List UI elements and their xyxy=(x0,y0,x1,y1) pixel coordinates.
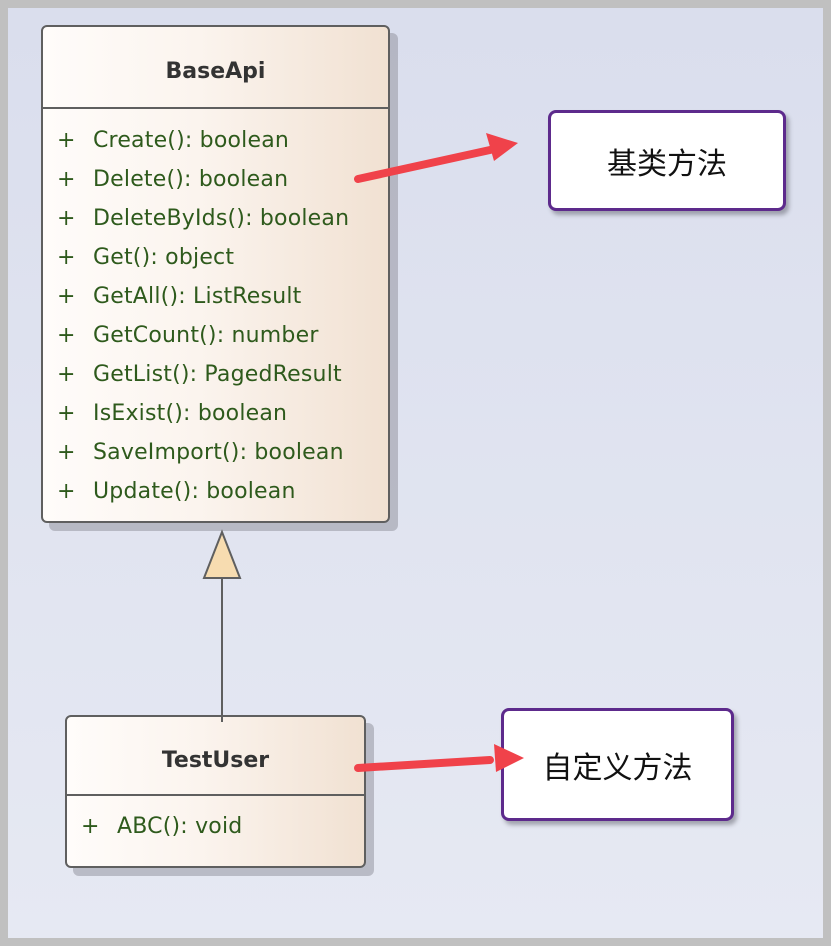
operation-signature: SaveImport(): boolean xyxy=(93,440,344,465)
operation-row[interactable]: + Create(): boolean xyxy=(43,121,388,160)
visibility-marker: + xyxy=(57,323,76,348)
visibility-marker: + xyxy=(57,479,76,504)
visibility-marker: + xyxy=(57,284,76,309)
operation-signature: DeleteByIds(): boolean xyxy=(93,206,350,231)
note-base-methods[interactable]: 基类方法 xyxy=(548,110,786,211)
operations-compartment: + ABC(): void xyxy=(67,796,364,846)
operation-row[interactable]: + SaveImport(): boolean xyxy=(43,433,388,472)
class-name: BaseApi xyxy=(165,59,266,84)
note-text: 基类方法 xyxy=(607,146,727,182)
operation-row[interactable]: + GetList(): PagedResult xyxy=(43,355,388,394)
operation-signature: Update(): boolean xyxy=(93,479,296,504)
visibility-marker: + xyxy=(57,206,76,231)
operation-signature: GetCount(): number xyxy=(93,323,319,348)
operation-row[interactable]: + Delete(): boolean xyxy=(43,160,388,199)
operation-signature: GetList(): PagedResult xyxy=(93,362,342,387)
operation-signature: Delete(): boolean xyxy=(93,167,289,192)
visibility-marker: + xyxy=(57,245,76,270)
class-divider xyxy=(67,794,364,796)
operation-signature: GetAll(): ListResult xyxy=(93,284,302,309)
note-text: 自定义方法 xyxy=(542,750,693,786)
visibility-marker: + xyxy=(57,167,76,192)
operation-row[interactable]: + Update(): boolean xyxy=(43,472,388,511)
operation-row[interactable]: + IsExist(): boolean xyxy=(43,394,388,433)
operations-compartment: + Create(): boolean + Delete(): boolean + D… xyxy=(43,109,388,511)
operation-row[interactable]: + GetCount(): number xyxy=(43,316,388,355)
operation-row[interactable]: + ABC(): void xyxy=(67,806,364,846)
visibility-marker: + xyxy=(57,440,76,465)
operation-signature: Create(): boolean xyxy=(93,128,290,153)
operation-signature: IsExist(): boolean xyxy=(93,401,288,426)
class-baseapi[interactable]: BaseApi + Create(): boolean + Delete(): bo… xyxy=(41,25,390,523)
class-testuser[interactable]: TestUser + ABC(): void xyxy=(65,715,366,868)
operation-signature: ABC(): void xyxy=(117,813,243,839)
operation-row[interactable]: + GetAll(): ListResult xyxy=(43,277,388,316)
operation-row[interactable]: + DeleteByIds(): boolean xyxy=(43,199,388,238)
visibility-marker: + xyxy=(57,401,76,426)
operation-signature: Get(): object xyxy=(93,245,235,270)
visibility-marker: + xyxy=(57,128,76,153)
class-name: TestUser xyxy=(161,748,270,773)
note-custom-methods[interactable]: 自定义方法 xyxy=(501,708,734,821)
operation-row[interactable]: + Get(): object xyxy=(43,238,388,277)
visibility-marker: + xyxy=(57,362,76,387)
visibility-marker: + xyxy=(81,813,100,839)
class-divider xyxy=(43,107,388,109)
